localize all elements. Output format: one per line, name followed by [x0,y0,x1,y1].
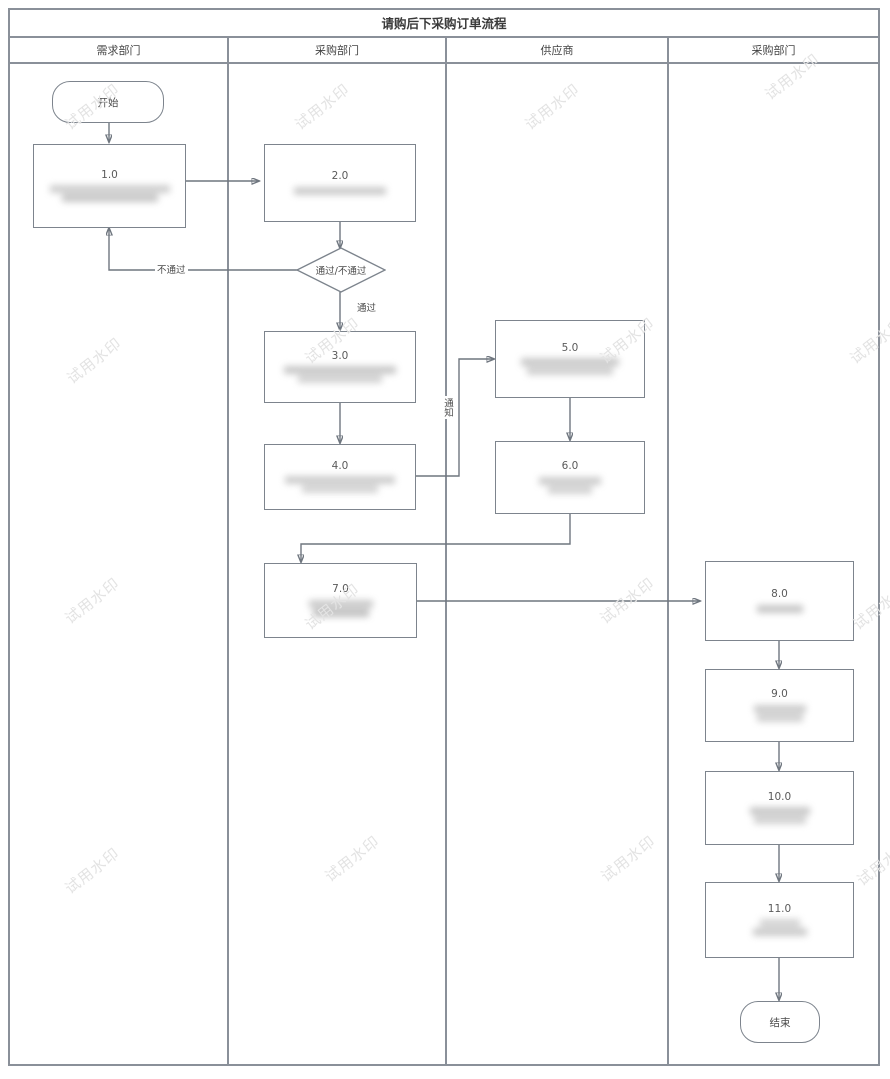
node-5[interactable]: 5.0 [495,320,645,398]
node-7[interactable]: 7.0 [264,563,417,638]
node-body-redacted [749,806,810,825]
node-number: 9.0 [771,688,788,701]
edge-label-fail: 不通过 [155,262,188,276]
node-number: 10.0 [767,790,792,803]
node-decision[interactable]: 通过/不通过 [296,247,386,293]
node-decision-label: 通过/不通过 [315,266,367,277]
node-number: 4.0 [331,459,349,472]
node-8[interactable]: 8.0 [705,561,854,641]
node-body-redacted [756,604,803,614]
lane-header-3: 供应商 [447,38,667,64]
node-body-redacted [284,365,396,384]
lane-divider-3 [667,38,669,1066]
lane-divider-2 [445,38,447,1066]
node-body-redacted [753,704,806,723]
lane-header-2: 采购部门 [229,38,445,64]
node-10[interactable]: 10.0 [705,771,854,845]
lane-header-4: 采购部门 [669,38,878,64]
node-body-redacted [752,918,807,937]
node-number: 2.0 [331,170,349,183]
node-number: 1.0 [101,168,118,181]
lane-divider-1 [227,38,229,1066]
edge-label-notify: 通知 [440,396,454,419]
node-number: 11.0 [767,902,792,915]
node-6[interactable]: 6.0 [495,441,645,514]
lane-label: 采购部门 [751,44,796,57]
node-1[interactable]: 1.0 [33,144,186,228]
node-4[interactable]: 4.0 [264,444,416,510]
diagram-title-bar: 请购后下采购订单流程 [8,8,880,38]
node-body-redacted [308,599,373,618]
page-title: 请购后下采购订单流程 [381,15,507,31]
node-end[interactable]: 结束 [740,1001,820,1043]
node-number: 5.0 [561,341,579,354]
node-number: 3.0 [331,349,349,362]
node-start[interactable]: 开始 [52,81,164,123]
node-end-label: 结束 [769,1016,791,1029]
node-number: 8.0 [771,588,788,601]
node-3[interactable]: 3.0 [264,331,416,403]
node-body-redacted [294,186,386,196]
node-body-redacted [49,184,171,203]
lane-label: 需求部门 [96,44,141,57]
lane-label: 供应商 [540,44,574,57]
node-start-label: 开始 [97,96,119,109]
diamond-shape [296,247,386,293]
node-9[interactable]: 9.0 [705,669,854,742]
node-body-redacted [539,476,601,495]
lane-header-1: 需求部门 [10,38,227,64]
node-2[interactable]: 2.0 [264,144,416,222]
node-number: 6.0 [561,460,579,473]
node-11[interactable]: 11.0 [705,882,854,958]
node-body-redacted [521,357,619,376]
edge-label-pass: 通过 [355,300,379,314]
node-number: 7.0 [332,583,349,596]
lane-label: 采购部门 [315,44,359,57]
node-body-redacted [285,475,395,494]
